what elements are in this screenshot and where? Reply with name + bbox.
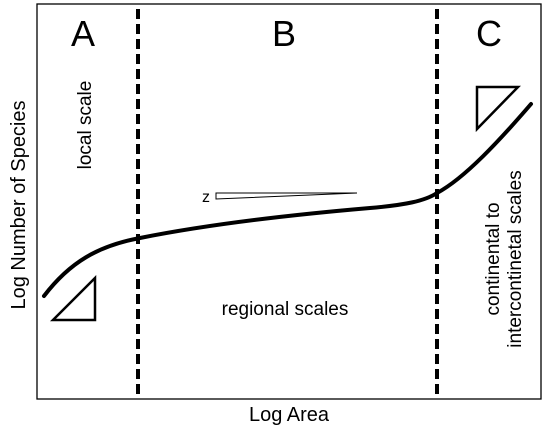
z-slope-wedge [215,192,358,200]
species-area-curve [42,102,533,298]
local-scale-label: local scale [75,81,96,170]
x-axis-label: Log Area [249,404,330,426]
continental-label-line2: intercontinetal scales [505,170,526,347]
y-axis-label: Log Number of Species [8,100,30,309]
regional-scales-label: regional scales [222,299,349,320]
slope-triangle-left [49,274,97,322]
plot-frame [36,3,542,400]
region-letter-a: A [71,13,95,54]
region-letter-b: B [272,13,296,54]
z-slope-label: z [202,189,210,206]
slope-triangle-right [475,85,521,133]
region-letter-c: C [476,13,502,54]
continental-label-line1: continental to [483,202,504,315]
